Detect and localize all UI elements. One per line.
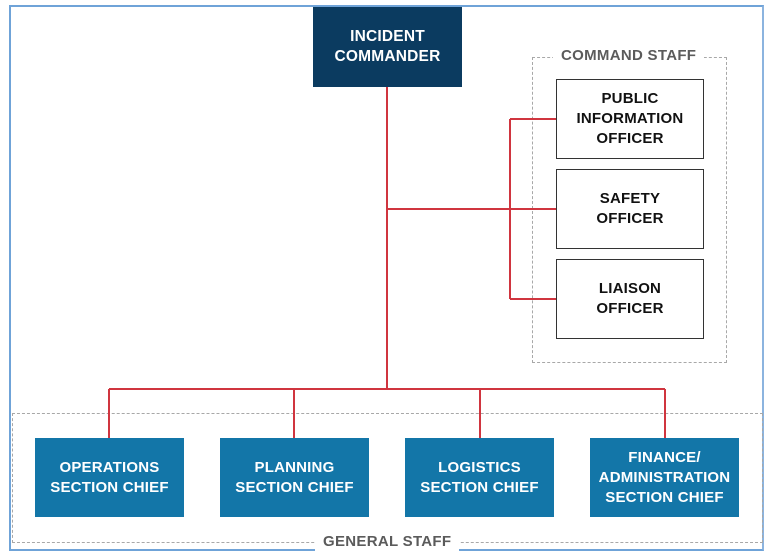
operations-section-chief-label: OPERATIONS SECTION CHIEF [50, 458, 169, 496]
planning-section-chief-label: PLANNING SECTION CHIEF [235, 458, 354, 496]
safety-officer-box: SAFETY OFFICER [556, 169, 704, 249]
general-staff-label: GENERAL STAFF [315, 533, 460, 551]
logistics-section-chief-box: LOGISTICS SECTION CHIEF [405, 438, 554, 517]
planning-section-chief-box: PLANNING SECTION CHIEF [220, 438, 369, 517]
safety-officer-label: SAFETY OFFICER [596, 190, 664, 227]
operations-section-chief-box: OPERATIONS SECTION CHIEF [35, 438, 184, 517]
liaison-officer-label: LIAISON OFFICER [596, 280, 664, 317]
public-information-officer-label: PUBLIC INFORMATION OFFICER [576, 90, 684, 147]
finance-administration-section-chief-box: FINANCE/ ADMINISTRATION SECTION CHIEF [590, 438, 739, 517]
finance-administration-section-chief-label: FINANCE/ ADMINISTRATION SECTION CHIEF [598, 448, 731, 506]
incident-commander-box: INCIDENT COMMANDER [313, 7, 462, 87]
incident-commander-label: INCIDENT COMMANDER [334, 28, 441, 65]
liaison-officer-box: LIAISON OFFICER [556, 259, 704, 339]
public-information-officer-box: PUBLIC INFORMATION OFFICER [556, 79, 704, 159]
command-staff-label: COMMAND STAFF [553, 47, 705, 65]
logistics-section-chief-label: LOGISTICS SECTION CHIEF [420, 458, 539, 496]
